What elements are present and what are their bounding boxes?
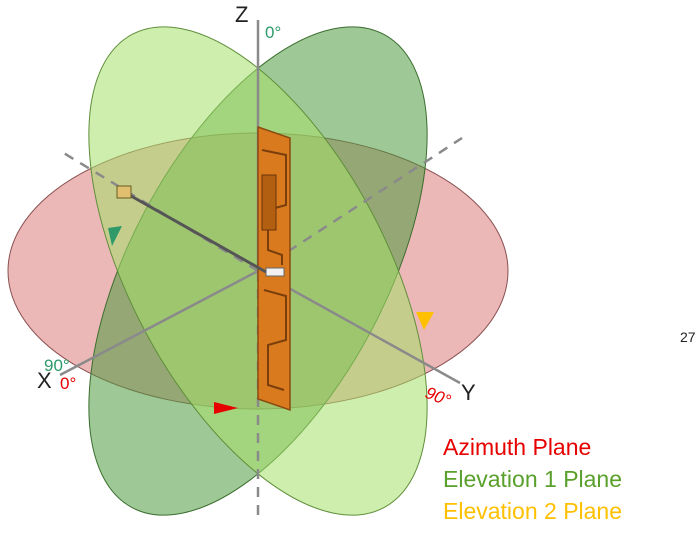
antenna-pcb <box>257 125 291 412</box>
y-axis-back-dashed <box>257 136 463 273</box>
y-axis <box>257 269 461 385</box>
azimuth-direction-arrow <box>214 402 238 414</box>
elevation-2-direction-arrow <box>416 312 434 330</box>
legend-azimuth-plane: Azimuth Plane <box>443 434 592 460</box>
plane-legend: Azimuth Plane Elevation 1 Plane Elevatio… <box>443 431 622 527</box>
azimuth-zero-degree-label: 0° <box>60 374 76 393</box>
elevation-1-direction-arrow <box>108 226 122 246</box>
y-axis-label: Y <box>461 380 476 405</box>
page-number: 27 <box>680 329 696 345</box>
legend-elevation-2-plane: Elevation 2 Plane <box>443 498 623 524</box>
z-axis-label: Z <box>235 2 248 27</box>
x-axis-label: X <box>37 368 52 393</box>
elevation-1-zero-degree-label: 0° <box>265 23 281 42</box>
x-axis <box>59 269 259 377</box>
feed-cable <box>123 190 267 274</box>
cable-connector <box>116 185 132 199</box>
legend-elevation-1-plane: Elevation 1 Plane <box>443 466 623 492</box>
elevation-1-ninety-degree-label: 90° <box>44 356 70 375</box>
